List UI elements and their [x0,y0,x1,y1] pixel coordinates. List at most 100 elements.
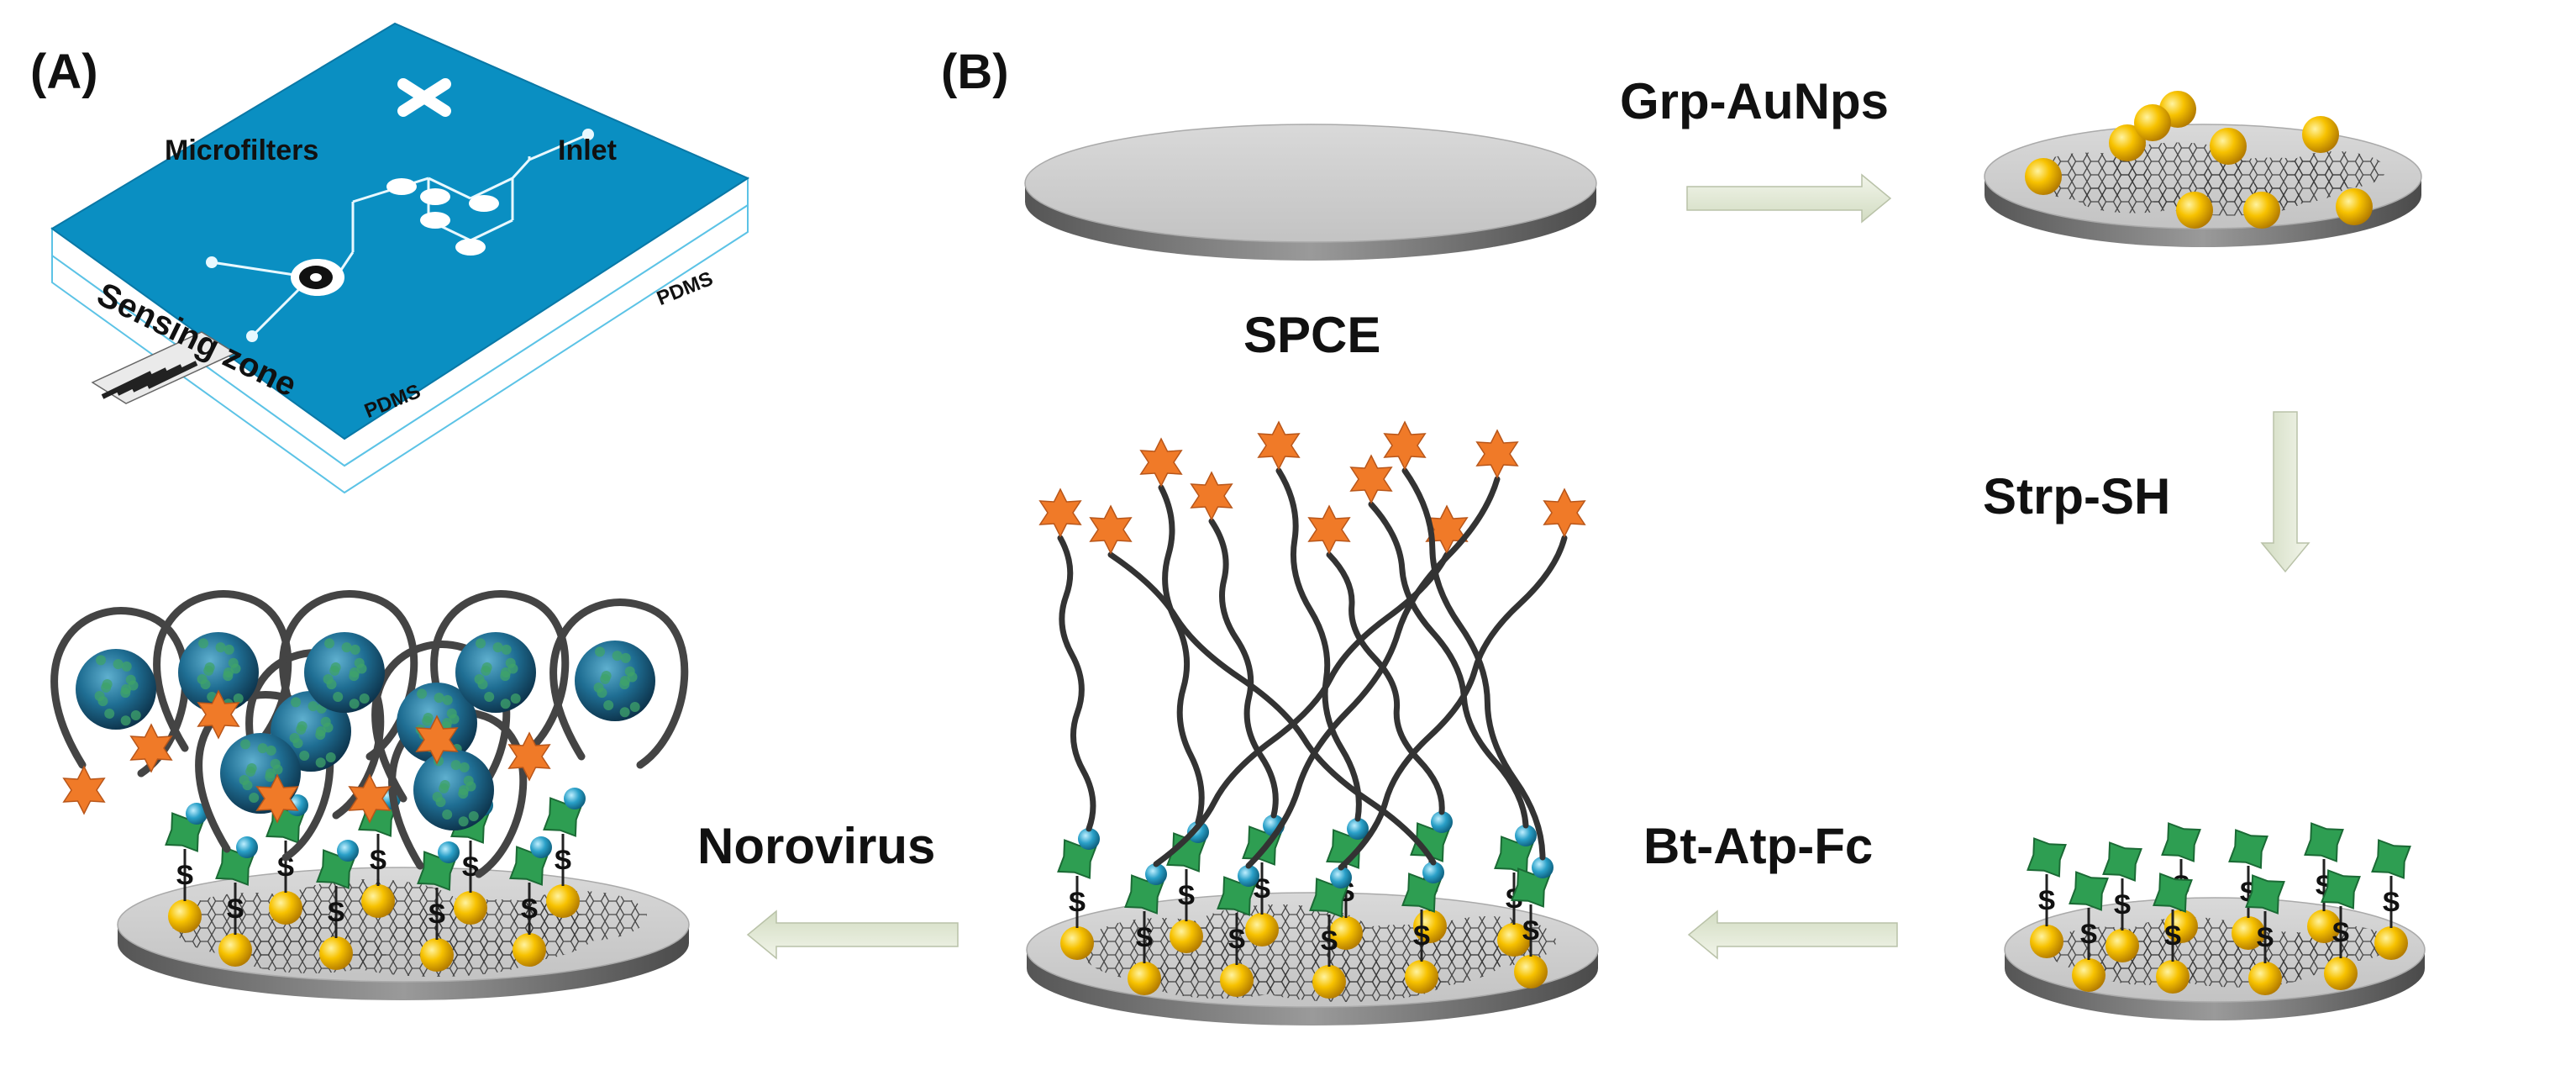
biotin-bead [530,836,552,858]
streptavidin-molecule [2027,837,2067,878]
gold-nanoparticle [1312,965,1346,999]
contact-line [101,371,153,399]
capsid-protein [325,751,336,762]
capsid-protein [102,678,113,689]
capsid-protein [341,642,352,653]
gold-nanoparticle [2336,188,2373,225]
electrode-edge [1025,183,1596,261]
ferrocene-tag [1383,420,1427,471]
gold-nanoparticle [2025,158,2062,195]
ferrocene-tag [507,731,551,782]
gold-nanoparticle [2248,962,2282,995]
capsid-protein [297,720,308,731]
aptamer-loop [549,598,689,769]
aptamer-strand [1153,551,1450,867]
gold-nanoparticle [361,884,395,918]
capsid-protein [500,699,511,709]
norovirus-particle [76,649,156,730]
sulfur-atom-label: S [369,845,386,875]
streptavidin-molecule [2102,841,2142,882]
sulfur-atom-label: S [520,894,538,924]
capsid-protein [223,671,234,682]
arrow-body [2260,411,2311,573]
gold-nanoparticle [1060,926,1094,960]
biotin-bead [287,794,308,816]
streptavidin-molecule [2161,822,2201,862]
electrode-edge [1985,177,2421,247]
graphene-sheet [1245,958,1447,1002]
biotin-bead [1532,857,1553,878]
norovirus-particle [178,632,259,713]
channel [470,219,513,242]
norovirus-particle [304,632,385,713]
capsid-protein [291,697,302,708]
arrow-step3 [1687,909,1898,960]
capsid-protein [619,679,630,690]
microfilter-chamber [469,195,499,212]
capsid-protein [315,757,326,768]
channel [428,177,471,200]
streptavidin-molecule [1494,836,1534,876]
capsid-protein [601,670,612,681]
capsid-protein [492,642,503,653]
sulfur-atom-label: S [2037,885,2055,915]
capsid-protein [458,788,469,799]
aptamer-strand [1158,484,1205,825]
streptavidin-molecule [1057,839,1097,879]
capsid-protein [272,764,283,775]
sulfur-atom-label: S [2256,922,2274,952]
step-norovirus-label: Norovirus [697,818,936,874]
gold-nanoparticle [2134,104,2171,141]
capsid-protein [257,743,268,754]
microfilter-chamber [455,239,486,256]
inlet-label: Inlet [558,134,617,166]
step-bt-atp-fc-label: Bt-Atp-Fc [1643,818,1874,874]
sulfur-atom-label: S [276,851,294,882]
chip-top-surface [50,22,750,440]
port-dot [246,330,258,342]
norovirus-particle [575,641,655,721]
gold-nanoparticle [1245,913,1279,946]
sulfur-atom-label: S [1068,887,1086,917]
biotin-bead [1515,825,1537,846]
gold-nanoparticle [2243,192,2280,229]
aptamer-strand [1275,467,1362,822]
capsid-protein [130,709,141,720]
ferrocene-tag [197,689,240,740]
capsid-protein [249,792,260,803]
spce-electrode [1024,124,1597,261]
capsid-protein [627,672,638,683]
graphene-sheet [2153,182,2304,216]
capsid-protein [359,693,370,704]
sulfur-atom-label: S [2163,920,2181,951]
sulfur-atom-label: S [428,899,445,929]
capsid-protein [265,772,276,783]
sulfur-atom-label: S [1320,925,1338,956]
streptavidin-molecule [1410,822,1450,862]
gold-nanoparticle [168,899,202,933]
gold-nanoparticle [2324,957,2358,990]
capsid-protein [246,762,257,773]
graphene-sheet [2284,151,2386,189]
streptavidin-molecule [1401,873,1442,913]
port-dot [582,129,594,140]
capsid-protein [603,699,614,710]
sulfur-atom-label: S [176,860,193,890]
capsid-protein [468,810,479,821]
aptamer-strand [1245,476,1501,869]
capsid-protein [507,663,518,674]
streptavidin-molecule [1309,878,1349,918]
sulfur-atom-label: S [2079,919,2097,949]
streptavidin-molecule [1326,829,1366,869]
channel [511,158,531,180]
capsid-protein [240,739,251,750]
gold-nanoparticle [218,933,252,967]
ferrocene-tag [1089,504,1133,555]
step-grp-aunps-label: Grp-AuNps [1620,73,1889,129]
capsid-protein [197,674,208,685]
biotin-bead [186,803,208,825]
biotin-bead [236,836,258,858]
panel-a-label: (A) [30,45,98,99]
